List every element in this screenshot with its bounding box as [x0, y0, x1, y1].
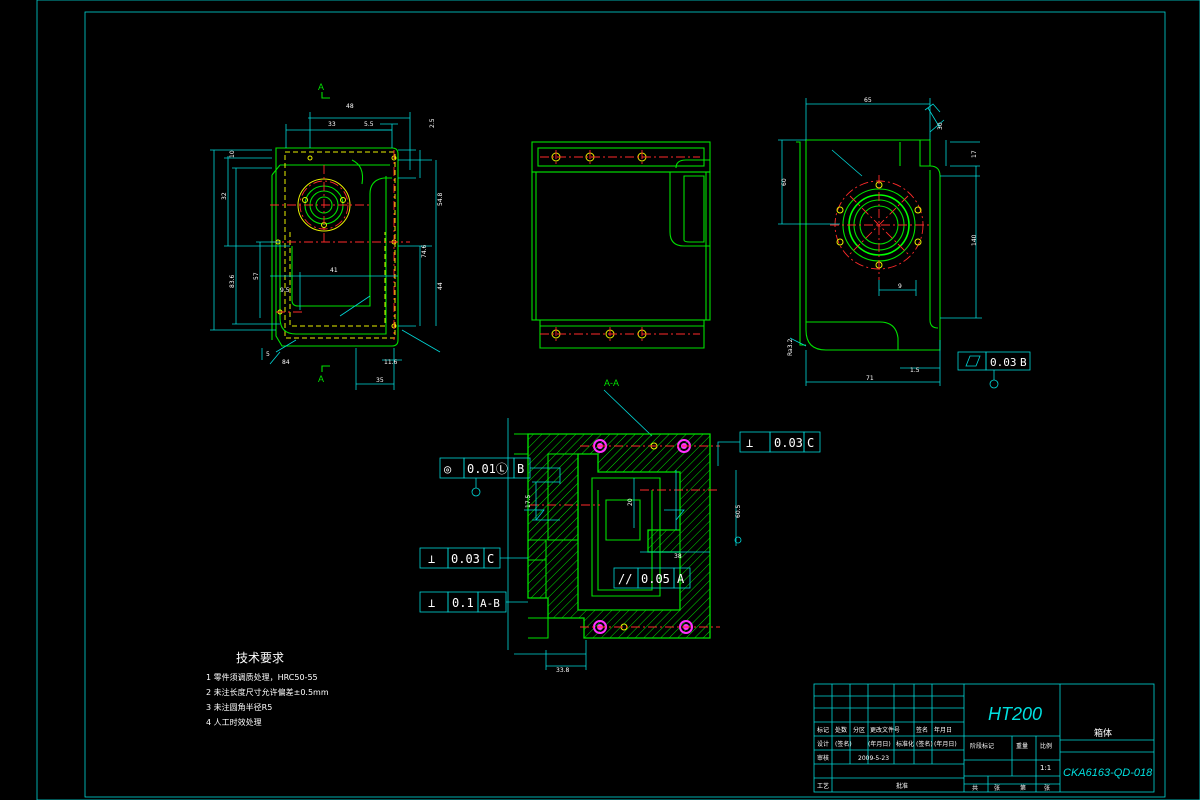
svg-text:(年月日): (年月日): [868, 740, 891, 748]
svg-text:张: 张: [1044, 784, 1050, 792]
cut-marker-bottom: A: [318, 374, 324, 384]
svg-text:(签名): (签名): [835, 740, 852, 748]
scale-label: 比例: [1040, 742, 1052, 750]
svg-text:C: C: [807, 436, 814, 450]
dim-9: 9: [898, 283, 902, 290]
svg-text:工艺: 工艺: [817, 782, 829, 790]
tolerance-frame-5: ⊥ 0.1 A-B: [419, 591, 528, 613]
svg-text:B: B: [517, 462, 524, 476]
dim-84: 84: [282, 359, 290, 366]
svg-text:张: 张: [994, 784, 1000, 792]
svg-text:设计: 设计: [817, 740, 829, 748]
tolerance-frame-3: ⊥ 0.03 C: [419, 547, 528, 569]
dim-57: 57: [253, 272, 260, 280]
section-view: A-A 17.5 38 20 60.5 33.8 ⊥: [419, 378, 821, 674]
tolerance-value: 0.03: [990, 356, 1017, 369]
tolerance-frame-6: 0.03 B: [957, 351, 1031, 389]
dim-65: 65: [864, 97, 872, 104]
svg-text:批准: 批准: [896, 782, 908, 790]
svg-text:审核: 审核: [817, 754, 829, 762]
dim-32: 32: [221, 192, 228, 200]
side-view: 65 30 60 17 9 140 1.5 71 Ra3.2 0.03 B: [778, 97, 1031, 389]
dim-48: 48: [346, 103, 354, 110]
dim-20: 20: [627, 498, 634, 506]
dim-60-5: 60.5: [735, 504, 742, 518]
svg-text:标记: 标记: [817, 726, 829, 734]
dim-44: 44: [437, 282, 444, 290]
dim-54-8: 54.8: [437, 192, 444, 206]
left-view: A A: [210, 82, 444, 390]
svg-text:第: 第: [1020, 784, 1026, 792]
cut-marker-top: A: [318, 82, 324, 92]
title-block: HT200 箱体 CKA6163-QD-018 1:1 2009-5-23 阶段…: [813, 683, 1155, 793]
svg-text:0.05: 0.05: [641, 572, 670, 586]
tech-item-3: 3 未注圆角半径R5: [206, 702, 272, 712]
tolerance-frame-4: // 0.05 A: [613, 567, 691, 589]
front-view: [531, 141, 711, 349]
dim-140: 140: [971, 234, 978, 246]
material: HT200: [988, 704, 1042, 724]
dim-83-6: 83.6: [229, 274, 236, 288]
dim-30: 30: [937, 122, 944, 130]
dim-71: 71: [866, 375, 874, 382]
dim-ra32: Ra3.2: [787, 339, 794, 356]
dim-17-5: 17.5: [525, 494, 532, 508]
svg-text:A-B: A-B: [480, 597, 500, 610]
svg-text:(年月日): (年月日): [934, 740, 957, 748]
tech-item-1: 1 零件须调质处理，HRC50-55: [206, 672, 318, 682]
outer-sheet-border: [36, 0, 1200, 800]
svg-text:年月日: 年月日: [934, 726, 952, 734]
dim-1-5: 1.5: [910, 367, 920, 374]
svg-text:处数: 处数: [835, 726, 847, 734]
dim-38: 38: [674, 553, 682, 560]
svg-text:A: A: [677, 572, 685, 586]
svg-text:更改文件号: 更改文件号: [870, 726, 900, 734]
dim-9-5: 9.5: [280, 287, 290, 294]
svg-text:(签名): (签名): [916, 740, 933, 748]
svg-text:分区: 分区: [853, 726, 865, 734]
dim-41: 41: [330, 267, 338, 274]
tech-requirements: 技术要求 1 零件须调质处理，HRC50-55 2 未注长度尺寸允许偏差±0.5…: [206, 651, 329, 727]
svg-text:C: C: [487, 552, 494, 566]
svg-text:⊥: ⊥: [428, 552, 435, 566]
svg-text:0.1: 0.1: [452, 596, 474, 610]
dim-33-8: 33.8: [556, 667, 570, 674]
scale-value: 1:1: [1040, 764, 1051, 772]
svg-text:共: 共: [972, 784, 978, 792]
svg-text:0.01Ⓛ: 0.01Ⓛ: [467, 462, 508, 476]
date: 2009-5-23: [858, 755, 889, 762]
svg-text:签名: 签名: [916, 726, 928, 734]
tolerance-datum: B: [1020, 356, 1027, 369]
dim-60: 60: [781, 178, 788, 186]
svg-text:0.03: 0.03: [451, 552, 480, 566]
dim-74-6: 74.6: [421, 244, 428, 258]
dim-2-5: 2.5: [429, 118, 436, 128]
dim-35: 35: [376, 377, 384, 384]
section-label: A-A: [604, 378, 619, 388]
inner-drawing-frame: [84, 11, 1166, 798]
tolerance-frame-2: ◎ 0.01Ⓛ B: [439, 457, 561, 497]
weight-label: 重量: [1016, 742, 1028, 750]
stage-label: 阶段标记: [970, 742, 994, 750]
tech-item-2: 2 未注长度尺寸允许偏差±0.5mm: [206, 687, 329, 697]
svg-text:⊥: ⊥: [428, 596, 435, 610]
svg-text:⊥: ⊥: [746, 436, 753, 450]
tech-item-4: 4 人工时效处理: [206, 717, 262, 727]
svg-text:0.03: 0.03: [774, 436, 803, 450]
tech-requirements-title: 技术要求: [236, 651, 284, 665]
dim-5-5: 5.5: [364, 121, 374, 128]
svg-text://: //: [618, 572, 632, 586]
dim-11-6: 11.6: [384, 359, 398, 366]
dim-17: 17: [971, 150, 978, 158]
dim-33: 33: [328, 121, 336, 128]
dim-10: 10: [229, 150, 236, 158]
dim-5: 5: [266, 351, 270, 358]
drawing-number: CKA6163-QD-018: [1063, 767, 1153, 779]
tolerance-frame-1: ⊥ 0.03 C: [717, 431, 821, 466]
part-name: 箱体: [1094, 727, 1112, 739]
svg-text:◎: ◎: [444, 462, 451, 476]
svg-text:标准化: 标准化: [896, 740, 914, 748]
